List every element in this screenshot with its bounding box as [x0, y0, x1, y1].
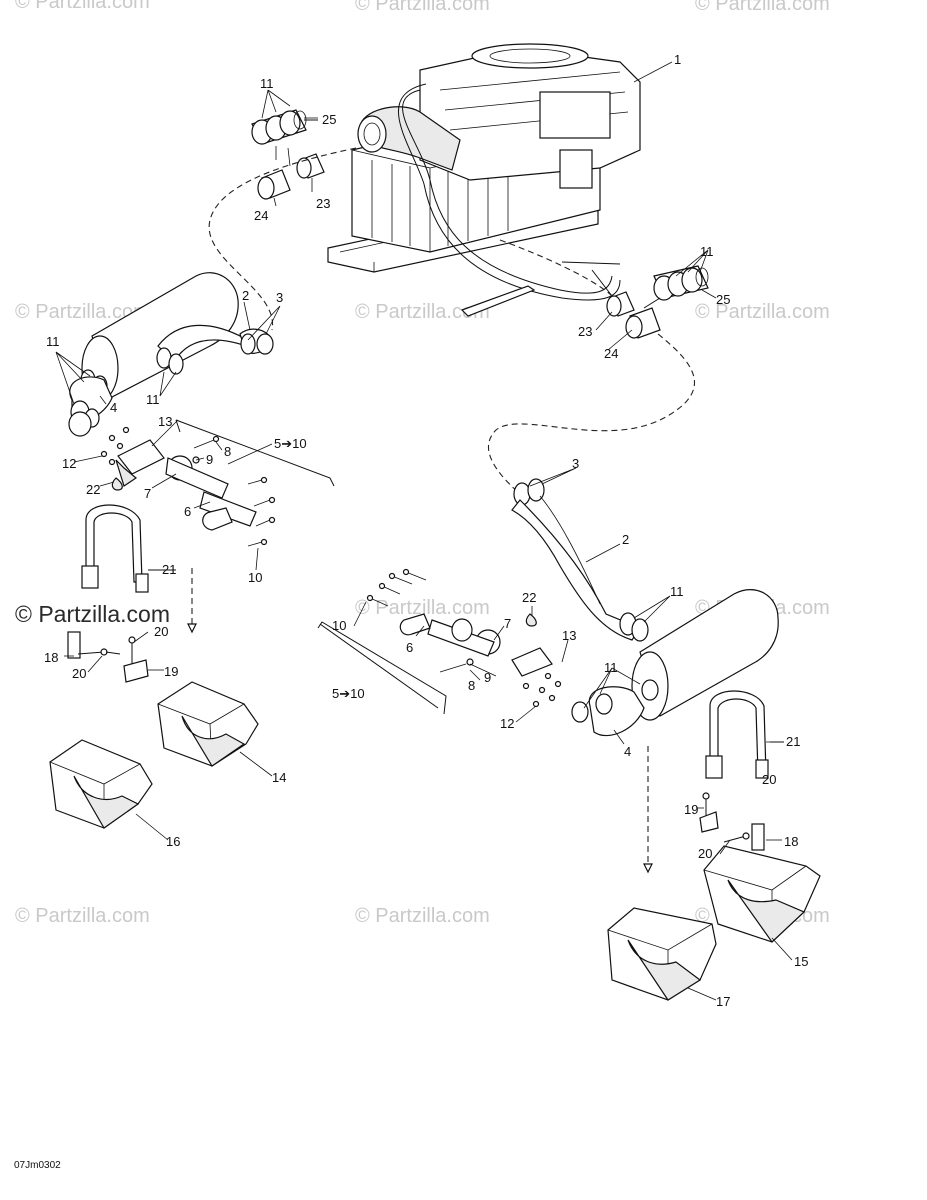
callout-label: 22	[86, 482, 100, 497]
callout-label: 11	[260, 76, 274, 91]
watermark: © Partzilla.com	[355, 905, 490, 927]
callout-label: 12	[500, 716, 514, 731]
clamp-kit-icon	[251, 109, 318, 145]
callout-label: 18	[784, 834, 798, 849]
callout-label: 9	[484, 670, 491, 685]
adapter-icon	[257, 169, 291, 200]
callout-label: 20	[762, 772, 776, 787]
callout-label: 20	[698, 846, 712, 861]
coupler-icon	[296, 153, 325, 179]
callout-label: 5➔10	[332, 686, 365, 701]
callout-label: 22	[522, 590, 536, 605]
left-muffler-assembly	[49, 272, 335, 829]
engine-part	[327, 43, 641, 317]
coupler-icon	[606, 291, 635, 317]
callout-label: 17	[716, 994, 730, 1009]
watermark: © Partzilla.com	[695, 0, 830, 15]
callout-label: 11	[670, 584, 684, 599]
callout-label: 15	[794, 954, 808, 969]
callout-label: 9	[206, 452, 213, 467]
callout-label: 13	[158, 414, 172, 429]
callout-label: 13	[562, 628, 576, 643]
callout-label: 11	[146, 392, 160, 407]
drawing-code: 07Jm0302	[14, 1160, 61, 1171]
callout-label: 3	[572, 456, 579, 471]
callout-label: 2	[242, 288, 249, 303]
callout-label: 4	[110, 400, 117, 415]
watermark: © Partzilla.com	[15, 301, 150, 323]
watermark-emphasized: © Partzilla.com	[15, 601, 170, 627]
callout-label: 24	[604, 346, 618, 361]
callout-label: 6	[406, 640, 413, 655]
callout-label: 1	[674, 52, 681, 67]
clamp-kit-icon	[653, 265, 709, 301]
callout-label: 10	[248, 570, 262, 585]
watermark: © Partzilla.com	[355, 0, 490, 15]
callout-label: 21	[162, 562, 176, 577]
callout-label: 4	[624, 744, 631, 759]
callout-label: 2	[622, 532, 629, 547]
watermark: © Partzilla.com	[355, 301, 490, 323]
callout-label: 21	[786, 734, 800, 749]
callout-label: 25	[716, 292, 730, 307]
callout-label: 20	[72, 666, 86, 681]
callout-label: 6	[184, 504, 191, 519]
watermark: © Partzilla.com	[15, 0, 150, 13]
callout-label: 7	[504, 616, 511, 631]
upper-right-connection	[488, 239, 709, 495]
adapter-icon	[625, 307, 661, 339]
callout-label: 8	[224, 444, 231, 459]
callout-label: 10	[332, 618, 346, 633]
callout-label: 25	[322, 112, 336, 127]
right-muffler-assembly	[317, 478, 821, 1001]
callout-label: 19	[164, 664, 178, 679]
callout-label: 19	[684, 802, 698, 817]
watermarks: © Partzilla.com © Partzilla.com © Partzi…	[15, 0, 830, 927]
callout-label: 23	[578, 324, 592, 339]
leader-lines	[55, 61, 793, 1001]
callout-label: 3	[276, 290, 283, 305]
callout-label: 11	[700, 244, 714, 259]
callout-label: 12	[62, 456, 76, 471]
callout-label: 8	[468, 678, 475, 693]
watermark: © Partzilla.com	[15, 905, 150, 927]
callout-label: 20	[154, 624, 168, 639]
callout-label: 11	[46, 334, 60, 349]
callout-label: 11	[604, 660, 618, 675]
callout-label: 23	[316, 196, 330, 211]
callout-label: 16	[166, 834, 180, 849]
watermark: © Partzilla.com	[695, 301, 830, 323]
watermark: © Partzilla.com	[355, 597, 490, 619]
callout-label: 18	[44, 650, 58, 665]
callout-label: 7	[144, 486, 151, 501]
callout-label: 24	[254, 208, 268, 223]
callout-label: 5➔10	[274, 436, 307, 451]
upper-left-connection	[208, 109, 357, 331]
callout-label: 14	[272, 770, 286, 785]
callout-labels: 1 2 2 3 3 4 4 5➔10 5➔10 6 6 7 7 8 8 9 9 …	[44, 52, 808, 1009]
